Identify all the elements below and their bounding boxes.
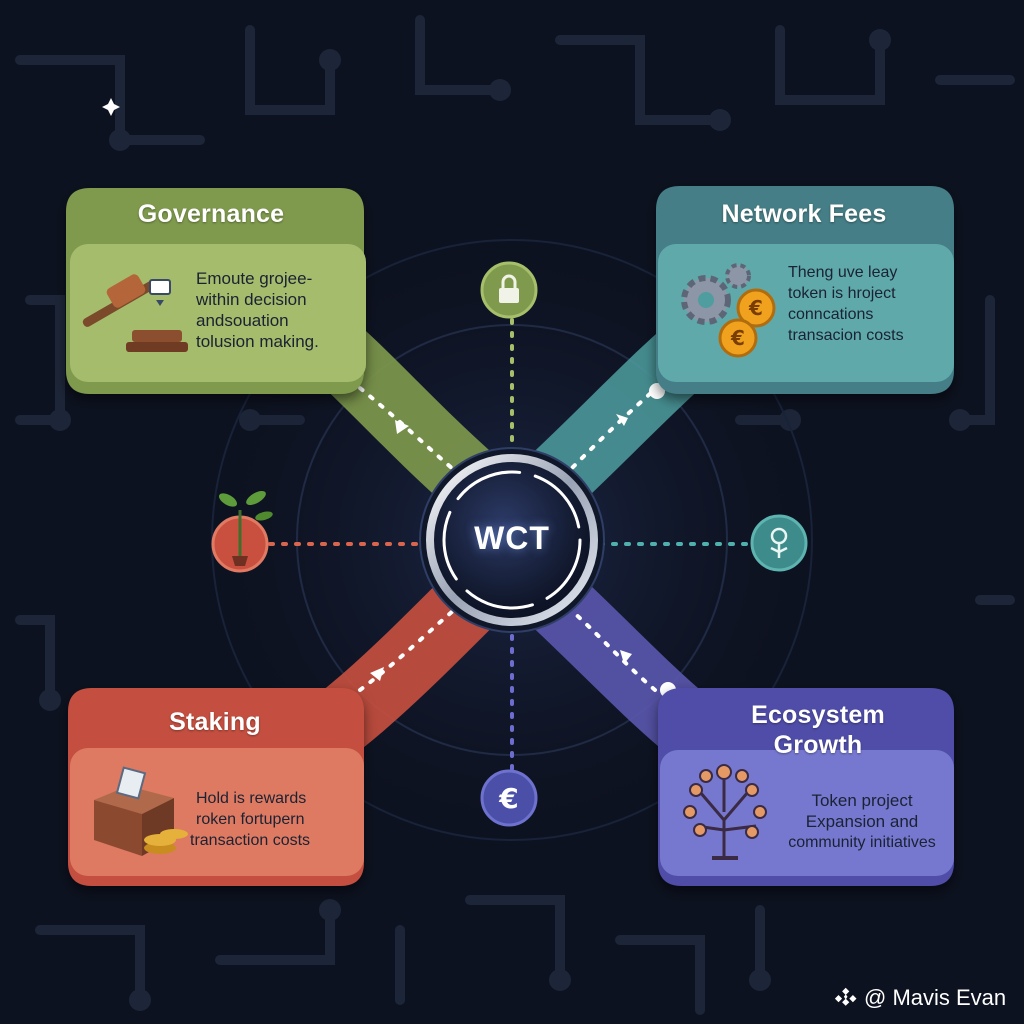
ecosystem-growth-description: Token project Expansion and community in… xyxy=(774,790,950,853)
staking-line: transaction costs xyxy=(190,832,311,849)
network-fees-line: Theng uve leay xyxy=(788,264,898,281)
svg-text:€: € xyxy=(748,296,763,320)
card-ecosystem-growth xyxy=(658,688,954,886)
network-fees-line: token is hroject xyxy=(788,285,896,302)
network-fees-line: conncations xyxy=(788,306,874,323)
euro-icon: € xyxy=(498,782,518,815)
governance-description: Emoute grojee- within decision andsouati… xyxy=(196,268,356,352)
node-flower xyxy=(750,514,808,572)
network-fees-description: Theng uve leay token is hroject conncati… xyxy=(788,262,948,346)
ecosystem-growth-title-line: Growth xyxy=(773,731,863,759)
governance-title: Governance xyxy=(137,200,285,228)
wct-label: WCT xyxy=(474,520,550,556)
ecosystem-growth-line: Expansion and xyxy=(805,812,919,831)
staking-description: Hold is rewards roken fortupern transact… xyxy=(190,788,350,851)
node-euro: € xyxy=(480,769,538,827)
people-tree-icon xyxy=(695,780,757,860)
binance-diamond-icon xyxy=(834,987,857,1006)
ecosystem-growth-title-line: Ecosystem xyxy=(751,701,885,729)
staking-line: Hold is rewards xyxy=(196,790,307,807)
ecosystem-growth-line: community initiatives xyxy=(788,834,936,851)
network-fees-line: transacion costs xyxy=(788,327,904,344)
flow-dots xyxy=(348,378,662,692)
governance-line: tolusion making. xyxy=(196,332,319,351)
sparkle-icon xyxy=(102,98,120,116)
governance-line: Emoute grojee- xyxy=(196,269,313,288)
governance-line: within decision xyxy=(196,290,307,309)
staking-line: roken fortupern xyxy=(196,811,305,828)
node-lock xyxy=(480,261,538,319)
ballot-box-coins-icon xyxy=(94,766,188,856)
network-fees-title: Network Fees xyxy=(721,200,887,228)
wct-hub xyxy=(419,447,605,633)
svg-text:€: € xyxy=(730,326,745,350)
staking-title: Staking xyxy=(169,708,261,736)
watermark-text: @ Mavis Evan xyxy=(864,985,1007,1010)
node-plant xyxy=(211,491,273,573)
gears-coins-icon: € € xyxy=(681,263,776,358)
governance-line: andsouation xyxy=(196,311,289,330)
spoke-lines xyxy=(268,318,752,772)
ecosystem-growth-title: Ecosystem Growth xyxy=(700,700,936,760)
gavel-icon xyxy=(82,274,188,352)
watermark: @ Mavis Evan xyxy=(834,985,1006,1011)
people-avatars xyxy=(683,764,767,839)
ecosystem-growth-line: Token project xyxy=(811,791,913,810)
